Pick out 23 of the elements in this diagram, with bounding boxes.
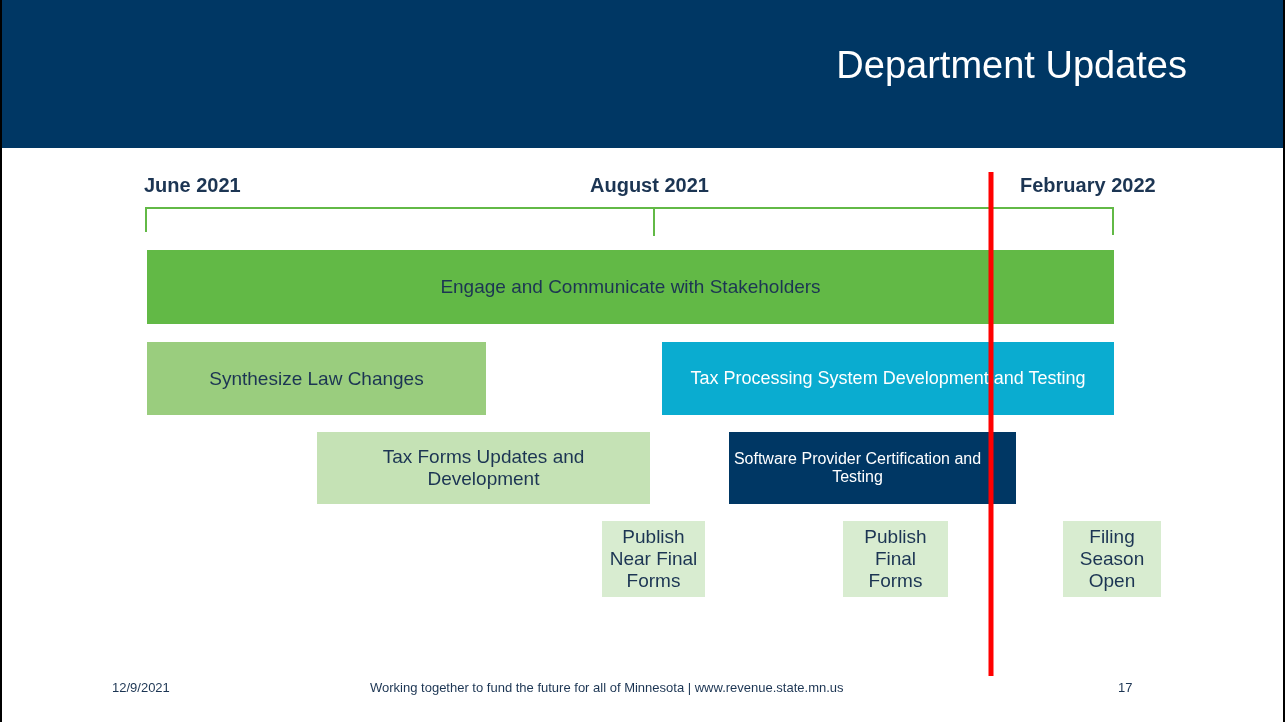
slide-title: Department Updates <box>836 44 1187 87</box>
footer-text: Working together to fund the future for all of Minnesota | www.revenue.state.mn.us <box>370 680 844 695</box>
timeline-bar <box>602 521 705 597</box>
timeline-bar <box>317 432 650 504</box>
bar-label: Tax Forms Updates and Development <box>381 446 586 490</box>
footer-text: 17 <box>1118 680 1133 695</box>
timeline-bar <box>1063 521 1161 597</box>
bar-label: Publish Near Final Forms <box>608 526 699 592</box>
date-label: February 2022 <box>1020 174 1156 197</box>
bar-label: Tax Processing System Development and Testing <box>690 368 1086 389</box>
bar-label: Filing Season Open <box>1078 526 1146 592</box>
bar-label: Synthesize Law Changes <box>209 367 424 390</box>
timeline-bar <box>662 342 1114 415</box>
bar-label: Engage and Communicate with Stakeholders <box>440 276 821 298</box>
timeline-bar <box>147 250 1114 324</box>
bar-label: Publish Final Forms <box>863 526 928 592</box>
footer-text: 12/9/2021 <box>112 680 170 695</box>
date-label: August 2021 <box>590 174 709 197</box>
timeline-bar <box>729 432 1016 504</box>
date-label: June 2021 <box>144 174 241 197</box>
timeline-bar <box>147 342 486 415</box>
timeline-bar <box>843 521 948 597</box>
bar-label: Software Provider Certification and Testing <box>733 449 982 487</box>
